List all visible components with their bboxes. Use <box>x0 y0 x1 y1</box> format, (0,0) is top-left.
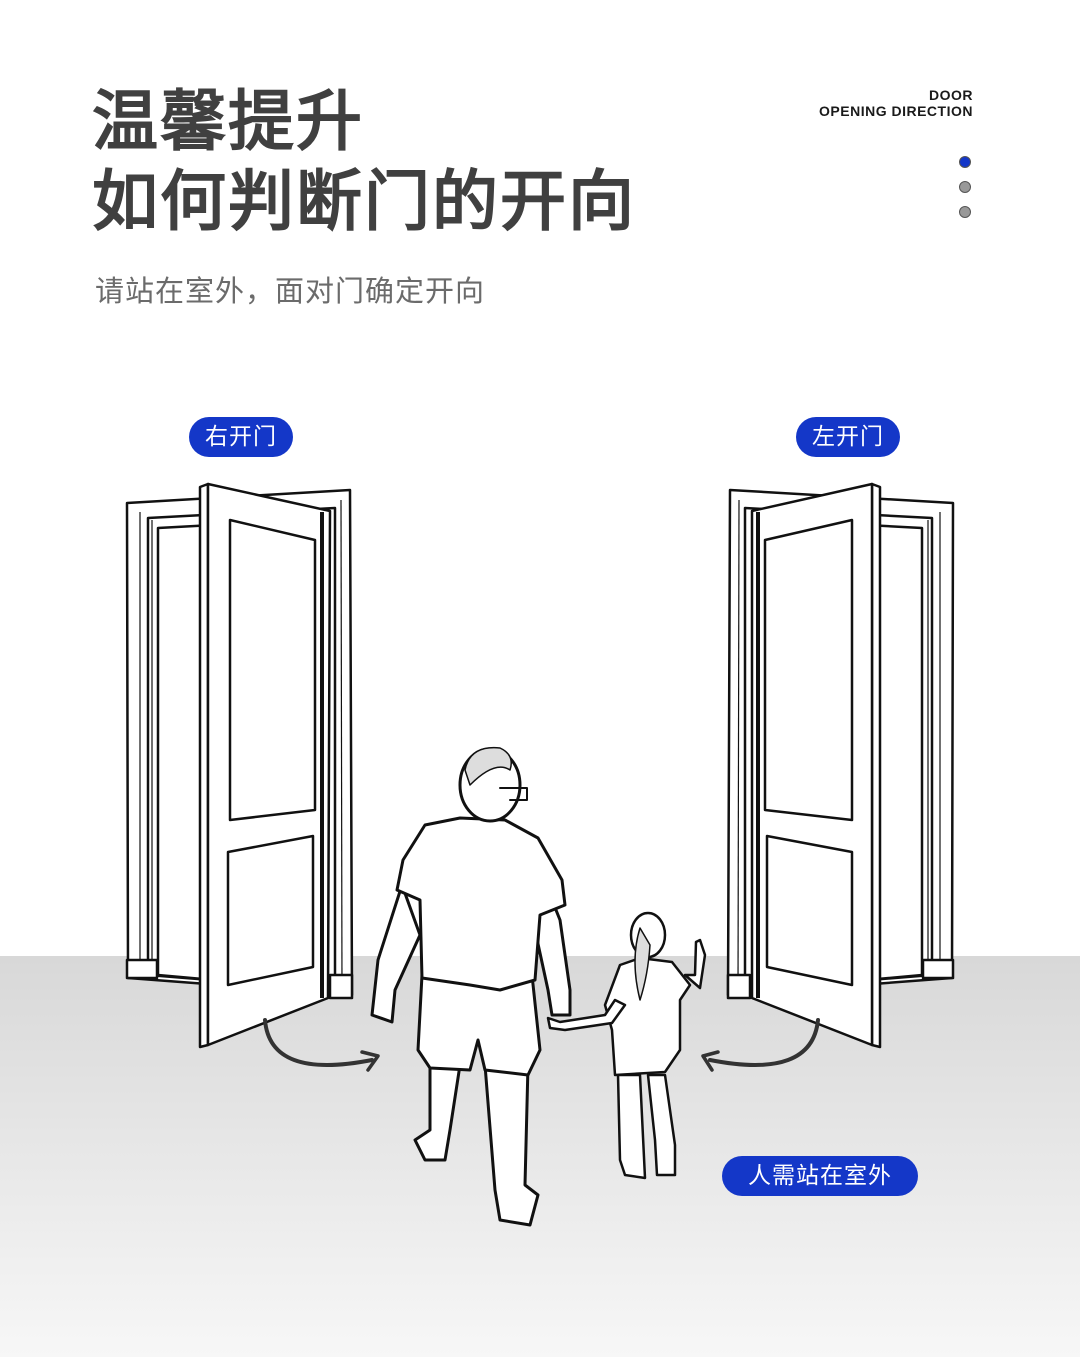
english-caption: DOOR OPENING DIRECTION <box>819 87 973 119</box>
left-open-label: 左开门 <box>796 417 900 457</box>
stand-outside-label: 人需站在室外 <box>722 1156 918 1196</box>
pagination-dot[interactable] <box>959 181 971 193</box>
title-line-1: 温馨提升 <box>92 83 364 160</box>
right-open-label: 右开门 <box>189 417 293 457</box>
title-line-2: 如何判断门的开向 <box>92 163 636 240</box>
page-title: 温馨提升 如何判断门的开向 <box>92 82 636 242</box>
pagination-dot[interactable] <box>959 206 971 218</box>
child-figure <box>546 911 707 1180</box>
left-door-leaf <box>198 482 332 1049</box>
pagination-dot-active[interactable] <box>959 156 971 168</box>
right-door-leaf <box>750 482 882 1049</box>
english-caption-line-1: DOOR <box>929 87 973 103</box>
adult-figure <box>370 746 572 1227</box>
pagination-dots <box>959 156 973 231</box>
english-caption-line-2: OPENING DIRECTION <box>819 103 973 119</box>
subtitle: 请站在室外，面对门确定开向 <box>95 274 486 308</box>
